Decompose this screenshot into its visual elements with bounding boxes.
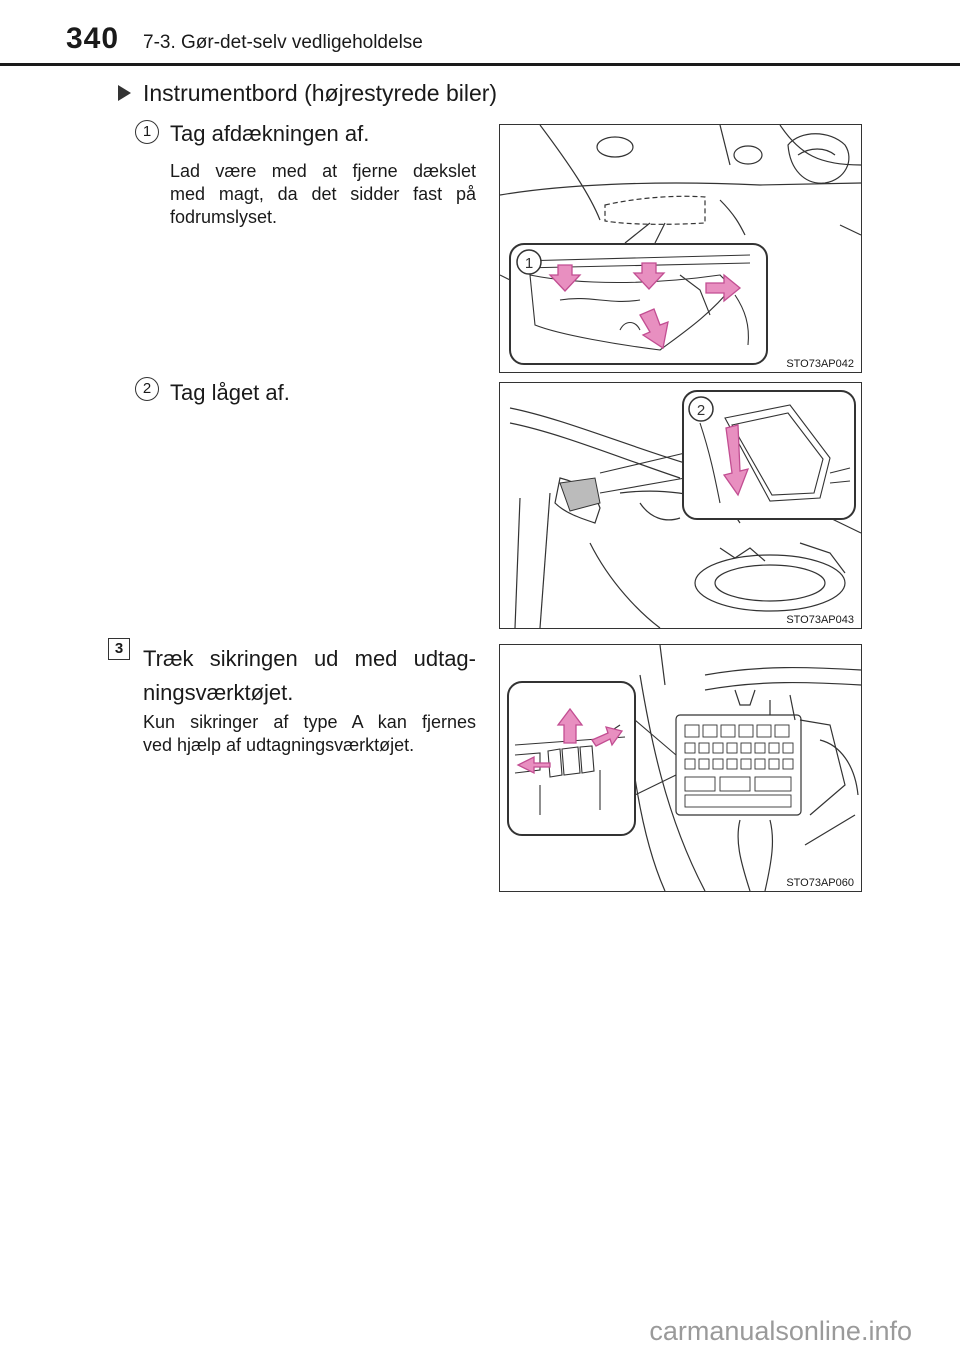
figure-1-code: STO73AP042 (783, 358, 857, 370)
cover-removal-illustration: 1 (500, 125, 861, 365)
step-3-number: 3 (108, 638, 130, 660)
header-rule (0, 63, 960, 66)
step-3-title-line: Træk sikringen ud med udtag- (143, 646, 476, 671)
chapter-title: 7-3. Gør-det-selv vedligeholdelse (143, 32, 423, 53)
lid-removal-illustration: 2 (509, 390, 861, 628)
figure-cover-removal: 1 STO73AP042 (499, 124, 862, 373)
watermark: carmanualsonline.info (649, 1316, 912, 1346)
step-3-note: Kun sikringer af type A kan fjernes ved … (143, 711, 476, 757)
figure-lid-removal: 2 STO73AP043 (499, 382, 862, 629)
step-3-title-line: ningsværktøjet. (143, 680, 294, 705)
step-3-title: Træk sikringen ud med udtag- ningsværktø… (143, 642, 476, 710)
step-2-title: Tag låget af. (170, 380, 290, 405)
figure-2-code: STO73AP043 (783, 614, 857, 626)
step-3-note-line: ved hjælp af udtagningsværktøjet. (143, 735, 415, 755)
step-2-number: 2 (135, 377, 159, 401)
step-1-title: Tag afdækningen af. (170, 121, 370, 146)
triangle-bullet-icon (118, 85, 131, 101)
fuse-extraction-illustration (507, 645, 861, 891)
figure-1-callout: 1 (525, 255, 533, 272)
section-heading: Instrumentbord (højrestyrede biler) (143, 80, 498, 106)
step-1-number: 1 (135, 120, 159, 144)
step-1-note-line: med magt, da det sidder fast på (170, 184, 476, 204)
step-1-note: Lad være med at fjerne dækslet med magt,… (170, 160, 476, 229)
page-number: 340 (66, 22, 120, 55)
figure-2-callout: 2 (697, 402, 705, 419)
step-1-note-line: fodrumslyset. (170, 207, 278, 227)
figure-fuse-extraction: STO73AP060 (499, 644, 862, 892)
step-3-note-line: Kun sikringer af type A kan fjernes (143, 712, 476, 732)
step-1-note-line: Lad være med at fjerne dækslet (170, 161, 476, 181)
figure-3-code: STO73AP060 (783, 877, 857, 889)
